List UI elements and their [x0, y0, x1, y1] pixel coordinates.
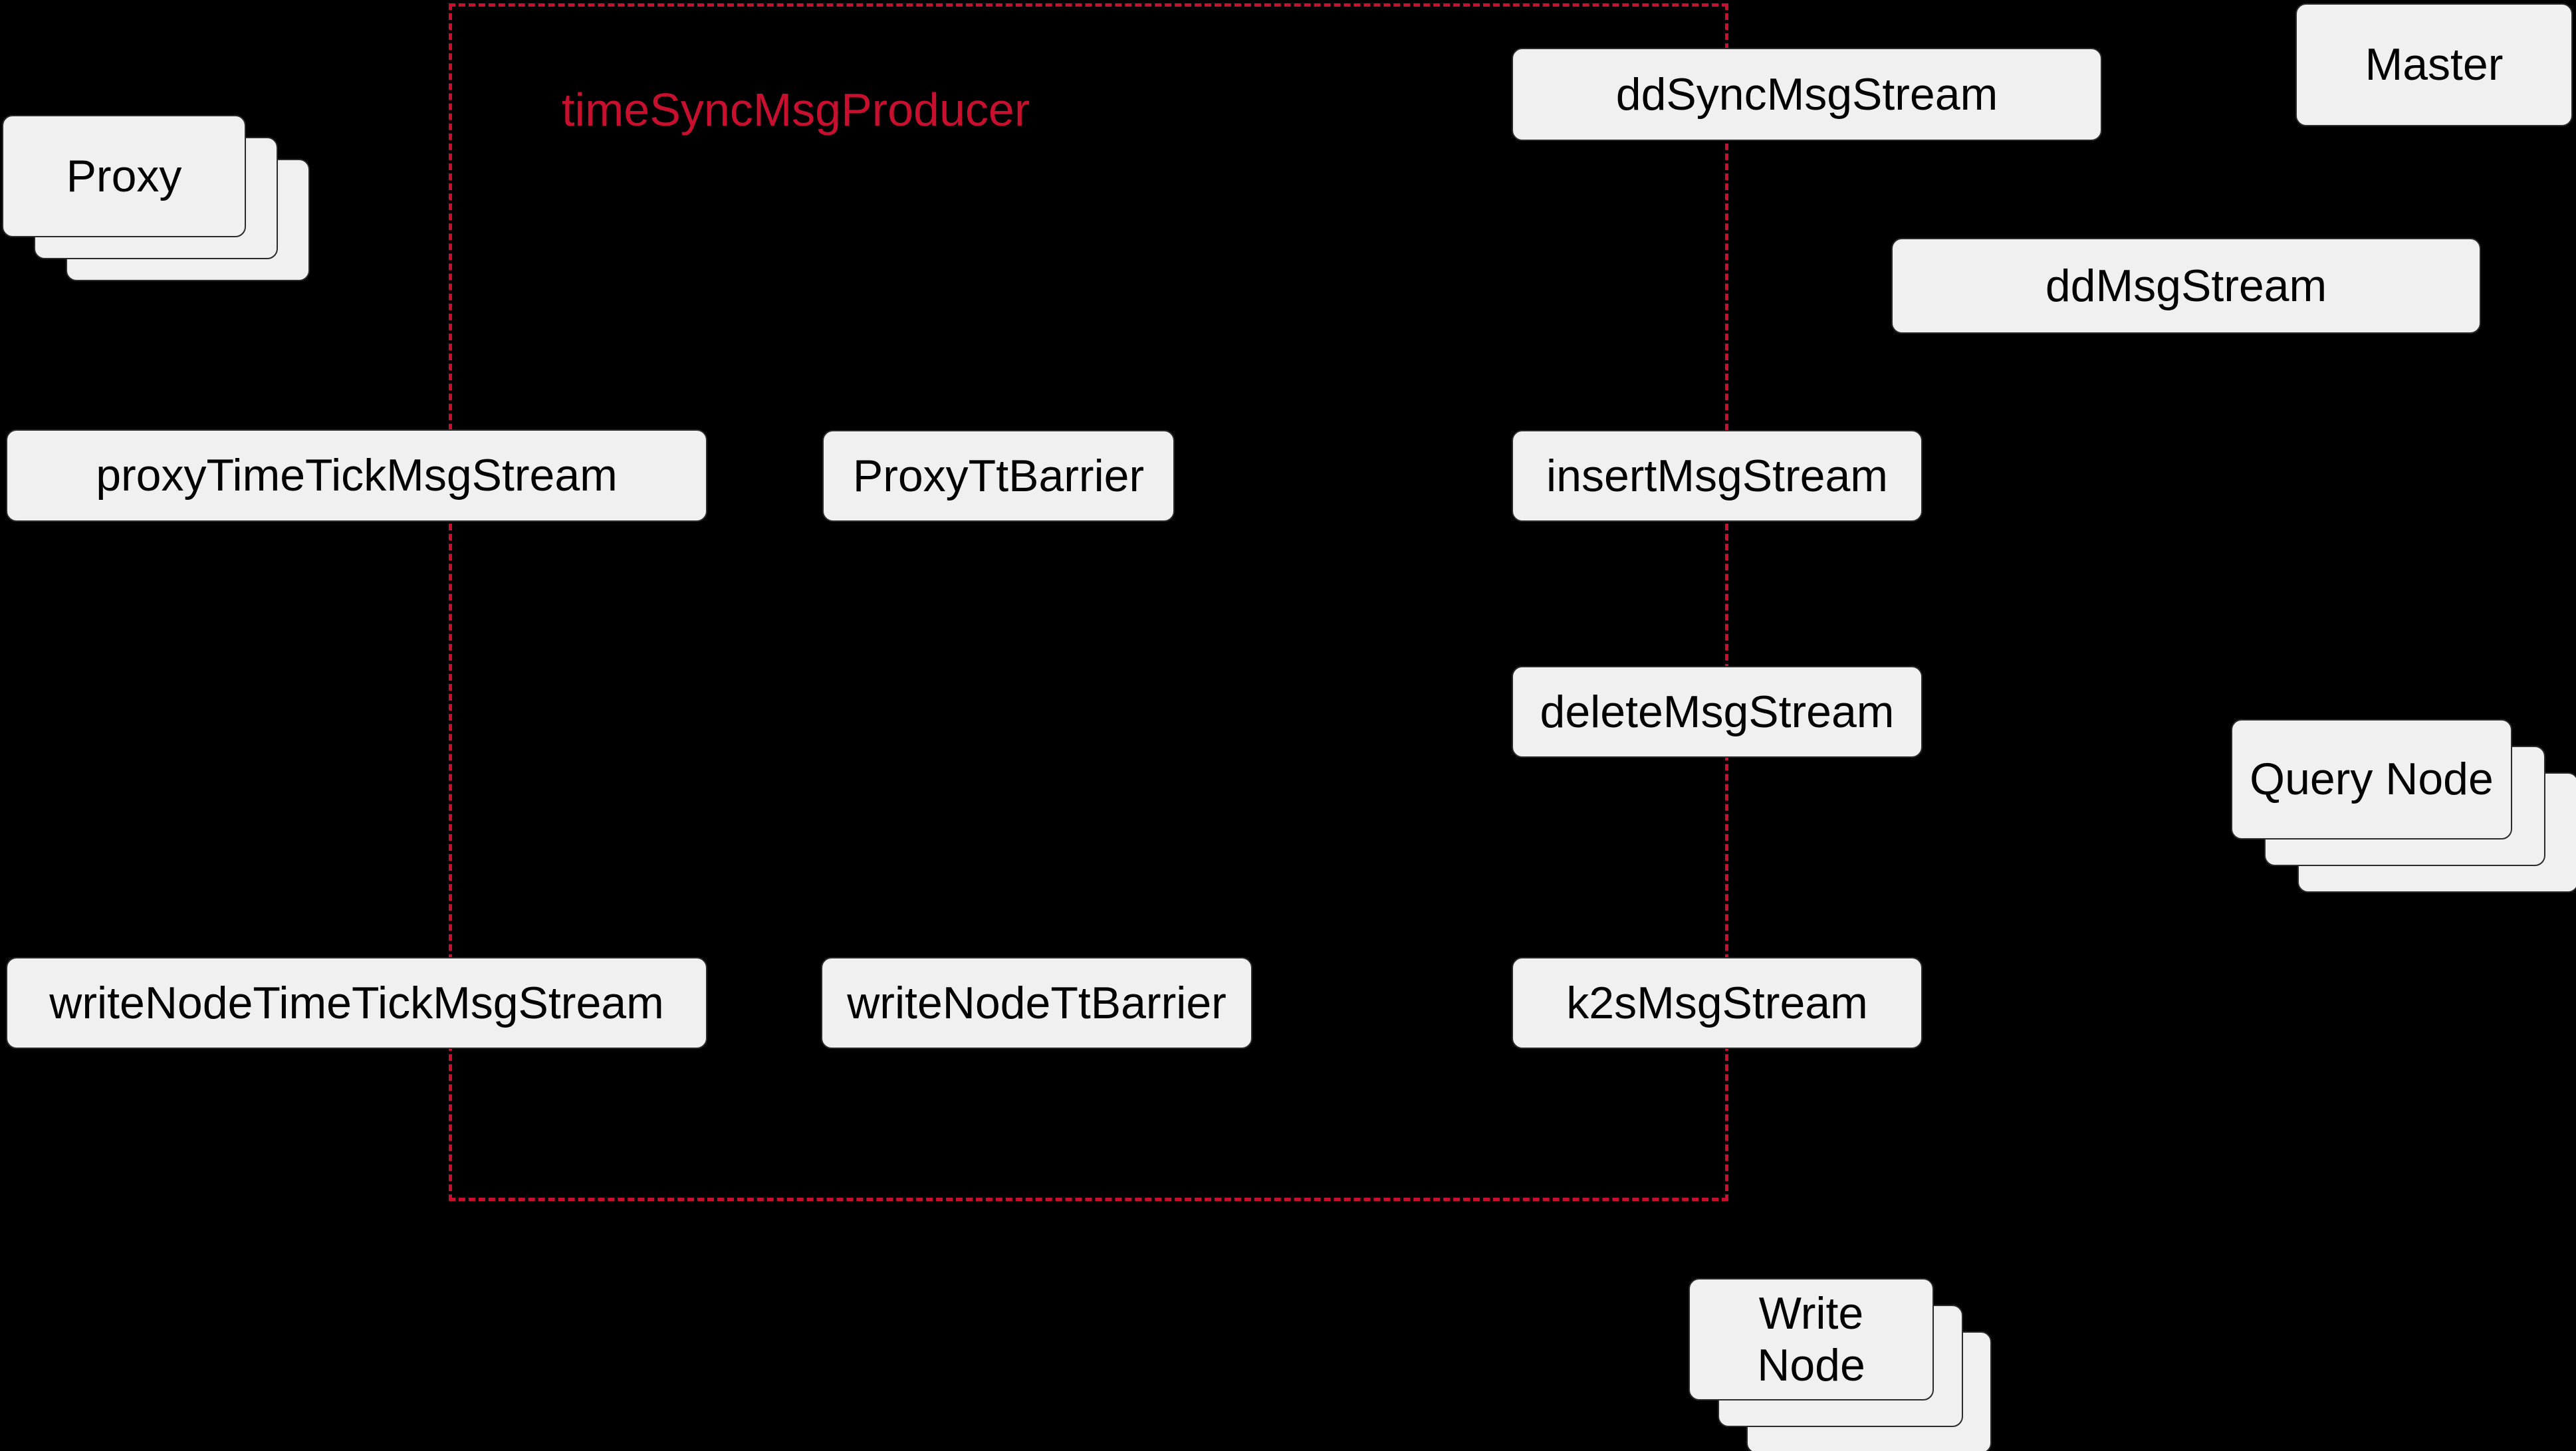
node-writenode: Write Node: [1689, 1278, 1934, 1400]
node-writenodettbarrier: writeNodeTtBarrier: [821, 957, 1252, 1049]
node-proxytimetickmsgstream: proxyTimeTickMsgStream: [6, 429, 707, 522]
node-querynode: Query Node: [2231, 719, 2512, 839]
node-insertmsgstream: insertMsgStream: [1512, 430, 1923, 522]
node-deletemsgstream: deleteMsgStream: [1512, 666, 1923, 758]
node-proxyttbarrier: ProxyTtBarrier: [822, 430, 1175, 522]
timesync-group-outline: [449, 3, 1728, 1201]
node-k2smsgstream: k2sMsgStream: [1512, 957, 1923, 1049]
timesync-group-label: timeSyncMsgProducer: [562, 84, 1030, 136]
node-ddsyncmsgstream: ddSyncMsgStream: [1512, 48, 2102, 141]
node-ddmsgstream: ddMsgStream: [1891, 238, 2481, 334]
node-proxy: Proxy: [2, 115, 246, 237]
node-master: Master: [2295, 3, 2573, 126]
node-writenodetimetickmsgstream: writeNodeTimeTickMsgStream: [6, 957, 707, 1049]
